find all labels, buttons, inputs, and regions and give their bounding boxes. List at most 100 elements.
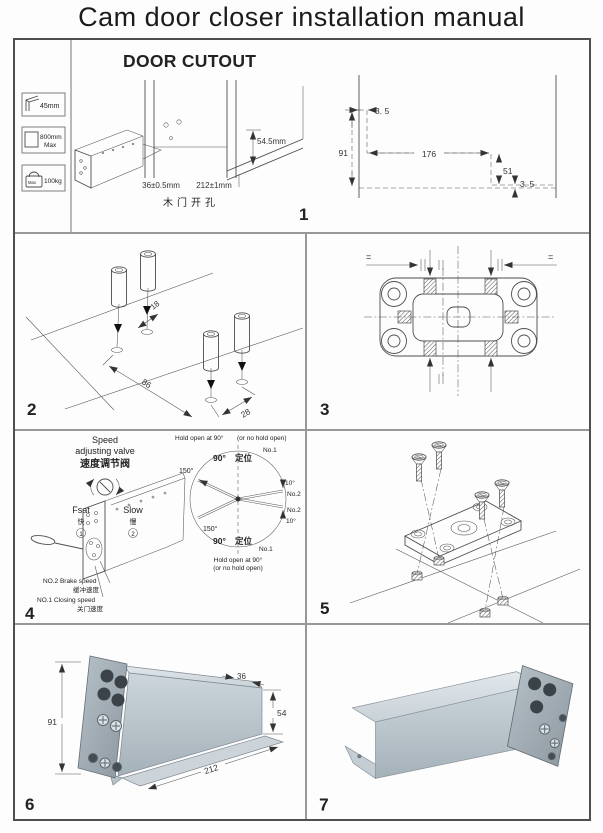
page-title: Cam door closer installation manual (78, 2, 525, 32)
positioning-bottom: 定位 (234, 536, 253, 547)
profile-top-label: 3. 5 (375, 106, 389, 116)
brake-speed-label: NO.2 Brake speed (43, 578, 97, 585)
equal-spacing-marks: = = (366, 252, 557, 384)
valve-title-1: Speed (92, 435, 118, 445)
countersunk-screws (411, 441, 510, 520)
valve-title-2: adjusting valve (75, 446, 135, 456)
deg10-top: 10° (285, 479, 295, 487)
valve-icon (85, 478, 125, 496)
door-width-label-1: 800mm (40, 134, 62, 141)
door-cutout-drawing: 45mm 800mm Max Max 100kg DOOR CUTOUT (21, 40, 557, 232)
fast-label-cn: 快 (78, 517, 85, 526)
valve-legend: Speed adjusting valve 速度调节阀 Fsat Slow 快 … (72, 435, 143, 538)
hold-bottom-label-1: Hold open at 90° (214, 556, 263, 564)
mounting-plate-iso (403, 500, 523, 566)
hold-top-label-2: (or no hold open) (237, 435, 287, 442)
valve-title-cn: 速度调节阀 (80, 457, 130, 470)
panel-3-number: 3 (320, 400, 329, 419)
speed-adjustment-drawing: Speed adjusting valve 速度调节阀 Fsat Slow 快 … (25, 434, 301, 623)
fast-label: Fsat (72, 505, 90, 515)
closing-speed-label-cn: 关门速度 (77, 604, 104, 613)
dim-212-label: 212 (203, 762, 220, 776)
pin-dimensions: 86 28 18 (102, 299, 256, 420)
weight-icon-text: Max (28, 180, 37, 185)
panel-2-number: 2 (27, 400, 36, 419)
slow-number: 2 (131, 532, 135, 538)
hold-bottom-label-2: (or no hold open) (213, 565, 263, 572)
equal-mark-left: = (366, 252, 371, 262)
pin-installation-drawing: 86 28 18 2 (25, 250, 304, 420)
dim-28-label: 28 (239, 406, 252, 420)
dowel-pins (111, 250, 250, 397)
door-angle-label: 45mm (40, 103, 60, 110)
insert-arrow (114, 324, 122, 333)
door-width-icon (24, 131, 39, 148)
weight-icon (25, 171, 43, 188)
dim-36-label: 36 (237, 672, 246, 681)
phillips-screws (88, 714, 122, 772)
closer-render (344, 665, 574, 780)
panel-3-plate-alignment: = = 3 (307, 234, 589, 431)
parallel-mark-top (438, 260, 444, 270)
door-section-lines (144, 80, 237, 178)
profile-bottom-label: 3. 5 (520, 179, 534, 189)
dim-91-label: 91 (48, 717, 58, 727)
wood-door-caption: 木门开孔 (163, 196, 219, 209)
profile-height-label: 91 (339, 148, 349, 158)
no1-top: No.1 (263, 447, 277, 454)
parallel-mark-bottom (438, 374, 444, 384)
dim-18-label: 18 (149, 299, 162, 312)
panel-2-pin-installation: 86 28 18 2 (15, 234, 307, 431)
spec-icons: 45mm 800mm Max Max 100kg (21, 92, 66, 192)
closer-product-photo: 7 (319, 665, 574, 815)
panel-1-door-cutout: 45mm 800mm Max Max 100kg DOOR CUTOUT (15, 40, 589, 234)
mounting-holes (111, 329, 248, 403)
panel-4-speed-adjustment: Speed adjusting valve 速度调节阀 Fsat Slow 快 … (15, 431, 307, 625)
panel-7-product-photo: 7 (307, 625, 589, 819)
plate-mounting-drawing: 5 (320, 441, 581, 623)
dim-depth-label: 54.5mm (257, 137, 286, 146)
profile-step-label: 51 (503, 166, 513, 176)
leader-lines (416, 468, 505, 612)
panel-4-number: 4 (25, 604, 35, 623)
panel-6-dimensions: 91 36 54 212 6 (15, 625, 307, 819)
closer-dimension-photo: 91 36 54 212 6 (25, 655, 287, 814)
closer-render (77, 655, 285, 787)
panel-7-number: 7 (319, 796, 329, 815)
hold-open-diagram: Hold open at 90° (or no hold open) 90° 定… (175, 434, 301, 572)
fast-number: 1 (79, 532, 83, 538)
dim-width-label: 36±0.5mm (142, 181, 180, 190)
panel-6-number: 6 (25, 795, 34, 814)
deg150-top: 150° (179, 467, 194, 475)
door-width-label-2: Max (44, 142, 57, 149)
slow-label: Slow (123, 505, 143, 515)
weight-label: 100kg (44, 178, 62, 185)
plate-top-view-drawing: = = 3 (320, 246, 557, 419)
no2-top: No.2 (287, 491, 301, 498)
brake-speed-label-cn: 缓冲速度 (73, 585, 100, 594)
deg150-bottom: 150° (203, 525, 218, 533)
dim-length-label: 212±1mm (196, 181, 232, 190)
depth-dimension: 54.5mm (226, 86, 304, 181)
no2-bottom: No.2 (287, 507, 301, 514)
positioning-top: 定位 (234, 453, 253, 464)
phillips-screws (539, 713, 567, 761)
cutout-profile: 91 3. 5 176 51 3. 5 (339, 75, 557, 198)
deg90-bottom: 90° (213, 536, 226, 546)
profile-length-label: 176 (422, 149, 436, 159)
door-angle-icon (25, 95, 40, 111)
panel-5-number: 5 (320, 599, 329, 618)
hold-top-label-1: Hold open at 90° (175, 434, 224, 442)
center-lines (364, 246, 556, 396)
closing-speed-label: NO.1 Closing speed (37, 597, 96, 604)
floor-lines (25, 272, 304, 411)
panel-1-number: 1 (299, 205, 308, 224)
dim-54-label: 54 (277, 708, 287, 718)
dim-86-label: 86 (140, 377, 154, 391)
no1-bottom: No.1 (259, 546, 273, 553)
valve-body-sketch (30, 472, 186, 598)
floor-lines (349, 530, 581, 623)
closer-iso-sketch (74, 129, 162, 189)
door-cutout-heading: DOOR CUTOUT (123, 51, 256, 71)
